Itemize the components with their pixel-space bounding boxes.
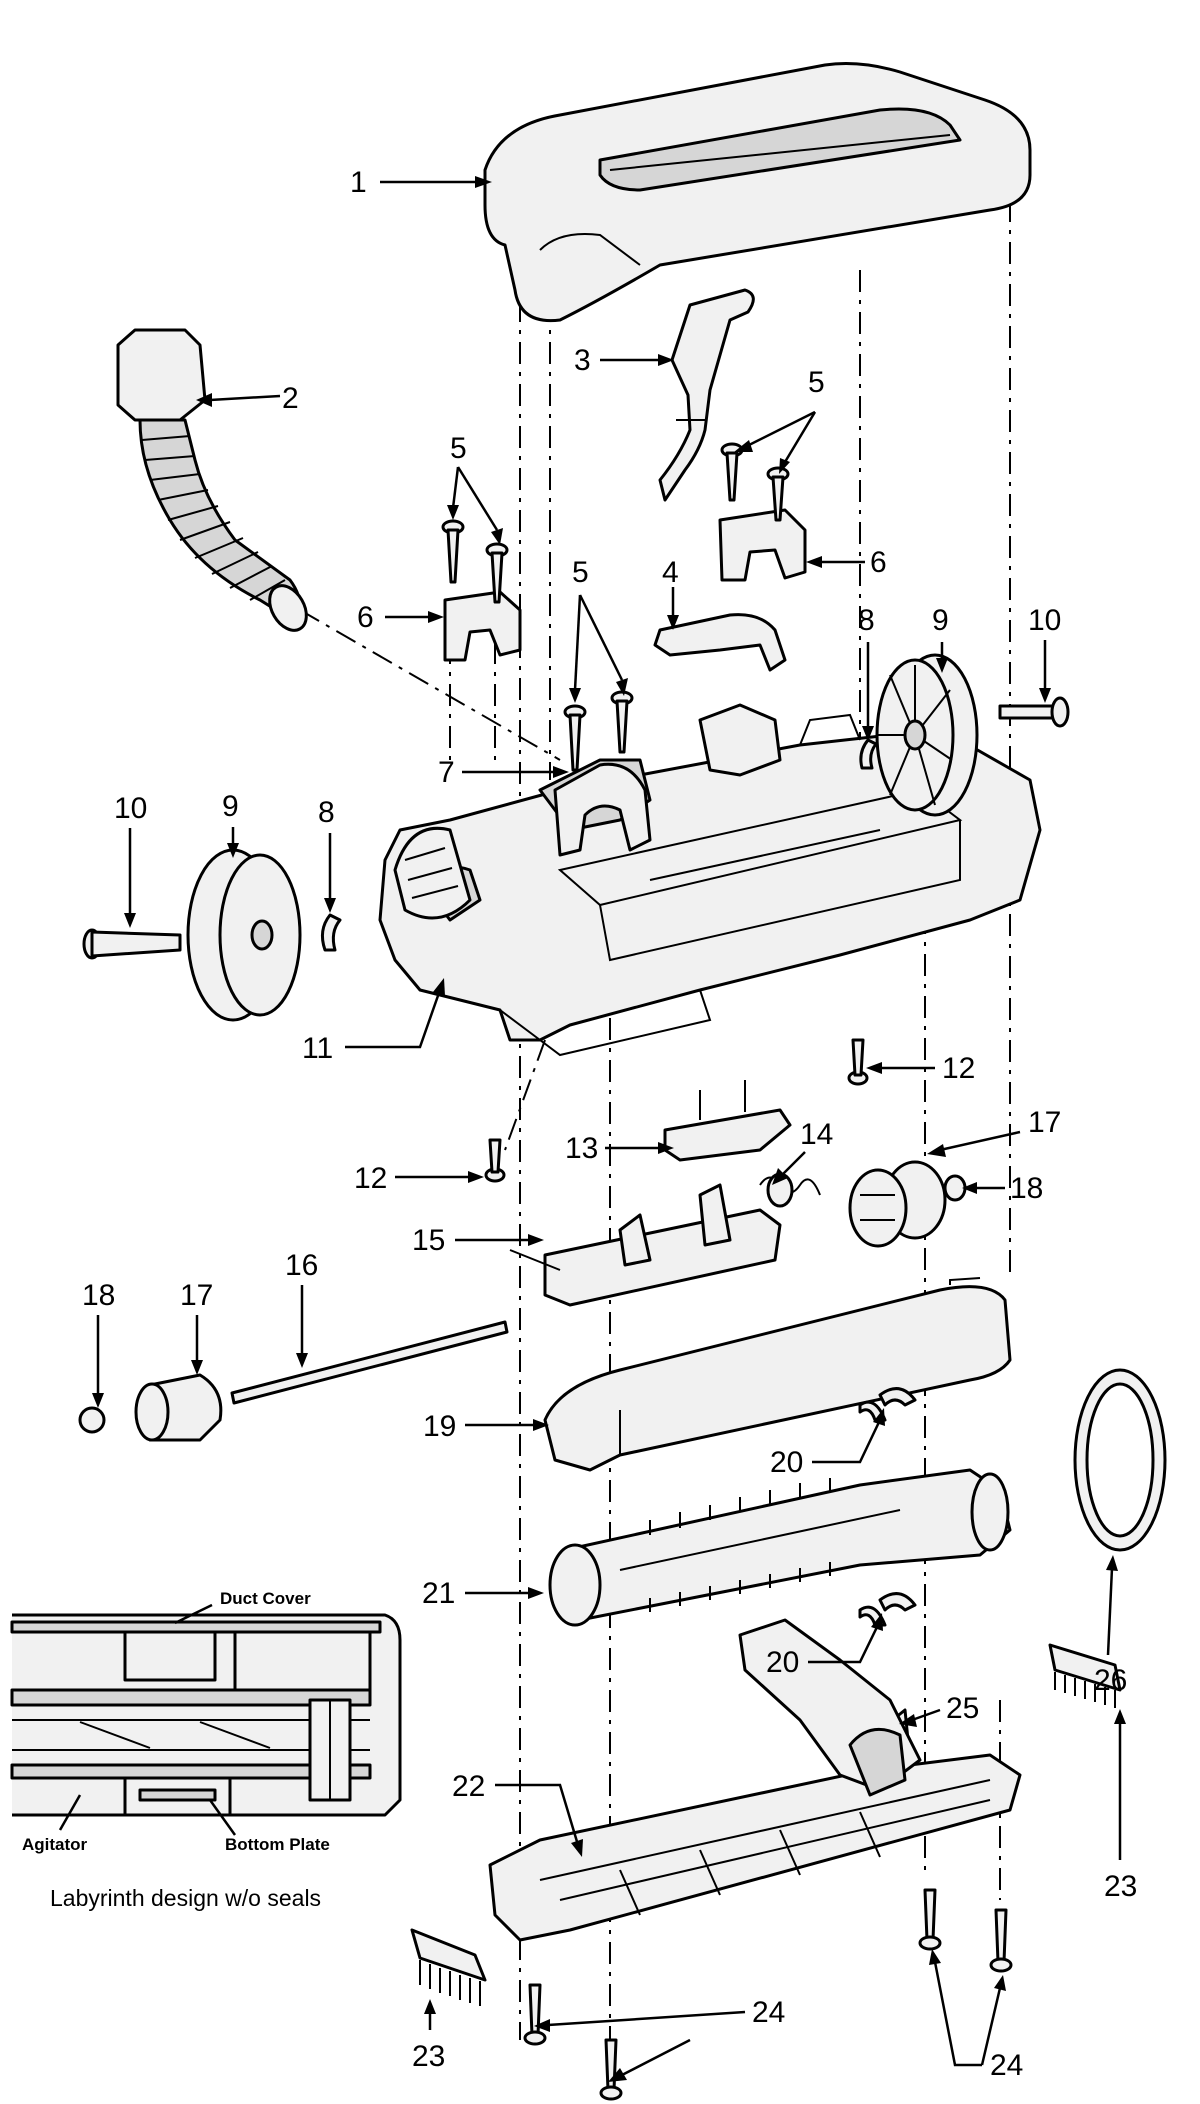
part-brush-strip-right (1048, 1643, 1122, 1708)
callout-13: 13 (565, 1132, 598, 1165)
part-clip-left (320, 913, 342, 952)
part-adjust-bracket (509, 1183, 782, 1307)
part-hose (116, 328, 308, 632)
part-part-13 (663, 1080, 792, 1162)
inset-cross-section (10, 1613, 402, 1817)
callout-2: 2 (282, 382, 299, 415)
part-brush-strip-left (410, 1928, 487, 2006)
callout-1: 1 (350, 166, 367, 199)
inset-label-duct-cover: Duct Cover (220, 1589, 311, 1608)
callout-10-left: 10 (114, 792, 147, 825)
callout-14: 14 (800, 1118, 833, 1151)
callout-24-left: 24 (752, 1996, 785, 2029)
part-bracket-7 (553, 762, 652, 857)
part-bottom-plate (488, 1618, 1022, 1942)
part-hood-cover (483, 62, 1032, 323)
callout-9-left: 9 (222, 790, 239, 823)
part-nut-left (78, 1406, 106, 1434)
part-wheel-left (186, 848, 302, 1022)
hose-ribs (141, 435, 286, 601)
callout-5-middle: 5 (572, 556, 589, 589)
inset-caption: Labyrinth design w/o seals (50, 1885, 321, 1911)
callout-22: 22 (452, 1770, 485, 1803)
callout-23-left: 23 (412, 2040, 445, 2073)
callout-17-left: 17 (180, 1279, 213, 1312)
callout-25: 25 (946, 1692, 979, 1725)
part-latch (653, 613, 787, 672)
part-clips-20-lower (858, 1592, 917, 1627)
part-axle-left (82, 928, 182, 960)
part-bracket-right (718, 508, 807, 582)
callout-17-right: 17 (1028, 1106, 1061, 1139)
part-cap-right (848, 1160, 947, 1248)
callout-6-right: 6 (870, 546, 887, 579)
callout-18-left: 18 (82, 1279, 115, 1312)
part-spring (759, 1172, 821, 1208)
callout-19: 19 (423, 1410, 456, 1443)
part-bracket-left (443, 590, 522, 662)
part-cap-left (134, 1373, 223, 1442)
callout-18-right: 18 (1010, 1172, 1043, 1205)
callout-15: 15 (412, 1224, 445, 1257)
part-screws-upper (441, 442, 790, 772)
callout-21: 21 (422, 1577, 455, 1610)
part-duct-cover (543, 1277, 1012, 1472)
callout-26: 26 (1094, 1664, 1127, 1697)
callout-12-left: 12 (354, 1162, 387, 1195)
callout-7: 7 (438, 756, 455, 789)
callout-5-upper-left: 5 (450, 432, 467, 465)
callout-6-left: 6 (357, 601, 374, 634)
callout-20-lower: 20 (766, 1646, 799, 1679)
part-belt (1073, 1368, 1167, 1552)
callout-5-upper-right: 5 (808, 366, 825, 399)
callout-8-left: 8 (318, 796, 335, 829)
callout-16: 16 (285, 1249, 318, 1282)
part-screws-12 (484, 1038, 869, 1183)
callout-3: 3 (574, 344, 591, 377)
agitator-bristles (619, 1478, 901, 1612)
part-axle-right (998, 696, 1070, 728)
callout-23-right: 23 (1104, 1870, 1137, 1903)
part-agitator (548, 1468, 1012, 1627)
inset-label-bottom-plate: Bottom Plate (225, 1835, 330, 1854)
part-wheel-right (875, 653, 979, 817)
callout-10-right: 10 (1028, 604, 1061, 637)
callout-24-right: 24 (990, 2049, 1023, 2082)
callout-numbers: 1 2 3 4 5 5 5 6 6 7 8 8 9 9 10 10 11 12 … (82, 166, 1137, 2082)
callout-4: 4 (662, 556, 679, 589)
part-pedal (658, 288, 755, 502)
callout-9-right: 9 (932, 604, 949, 637)
callout-11: 11 (302, 1032, 333, 1065)
callout-8-right: 8 (858, 604, 875, 637)
part-shaft (230, 1320, 509, 1405)
part-clip-right (859, 738, 878, 770)
inset-leaders (58, 1603, 237, 1836)
callout-leaders (92, 176, 1126, 2082)
inset-label-agitator: Agitator (22, 1835, 88, 1854)
callout-20-upper: 20 (770, 1446, 803, 1479)
callout-12-right: 12 (942, 1052, 975, 1085)
part-screws-24 (523, 1888, 1013, 2101)
